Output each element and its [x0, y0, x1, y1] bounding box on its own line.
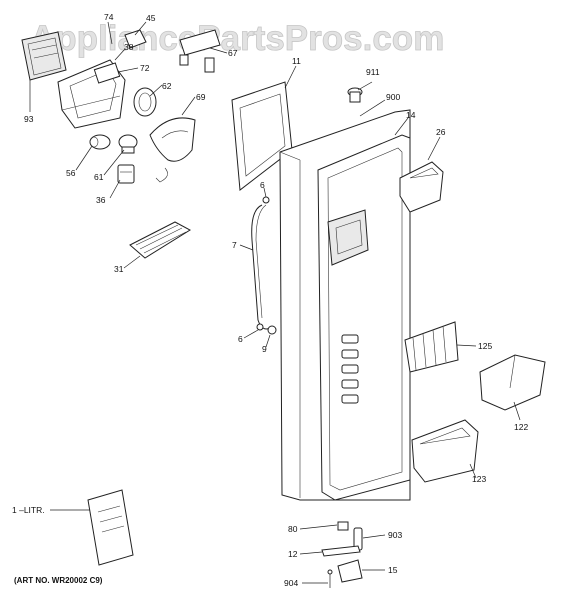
- label-9: 9: [262, 344, 267, 354]
- part-12: [321, 545, 361, 557]
- dairy-bin-26: [399, 161, 444, 213]
- label-72: 72: [140, 63, 150, 73]
- label-12: 12: [288, 549, 298, 559]
- fill-cup-56: [89, 134, 111, 150]
- literature-booklet: [87, 489, 134, 566]
- label-31: 31: [114, 264, 124, 274]
- icemaker-motor: [93, 62, 121, 84]
- label-38: 38: [124, 42, 134, 52]
- screw-6-bottom: [256, 323, 264, 331]
- label-74: 74: [104, 12, 114, 22]
- label-123: 123: [472, 474, 486, 484]
- label-62: 62: [162, 81, 172, 91]
- ice-chute-funnel: [149, 117, 196, 183]
- dispenser-recess: [327, 209, 369, 266]
- icemaker-control-board: [21, 31, 67, 81]
- door-bin-123: [411, 419, 479, 483]
- screw-6-top: [262, 196, 270, 204]
- label-69: 69: [196, 92, 206, 102]
- icemaker-mold-ring: [133, 87, 157, 117]
- label-125: 125: [478, 341, 492, 351]
- bracket-38: [179, 29, 221, 73]
- cap-911: [347, 87, 363, 103]
- door-bin-122: [479, 354, 546, 411]
- part-904: [327, 569, 333, 588]
- label-6-top: 6: [260, 180, 265, 190]
- label-911: 911: [366, 67, 380, 77]
- label-14: 14: [406, 110, 416, 120]
- solenoid-61: [118, 134, 138, 154]
- label-45: 45: [146, 13, 156, 23]
- label-6-bottom: 6: [238, 334, 243, 344]
- leader-lines: [29, 21, 521, 584]
- door-gasket-14: [317, 134, 411, 501]
- switch-36: [117, 164, 135, 184]
- label-61: 61: [94, 172, 104, 182]
- part-80: [337, 521, 349, 531]
- label-36: 36: [96, 195, 106, 205]
- label-56: 56: [66, 168, 76, 178]
- watermark-text: AppliancePartsPros.com: [30, 19, 444, 58]
- label-7: 7: [232, 240, 237, 250]
- part-15: [337, 559, 363, 583]
- label-15: 15: [388, 565, 398, 575]
- label-67: 67: [228, 48, 238, 58]
- label-1-litr: 1 –LITR.: [12, 505, 45, 515]
- label-122: 122: [514, 422, 528, 432]
- art-number: (ART NO. WR20002 C9): [14, 576, 103, 585]
- label-903: 903: [388, 530, 402, 540]
- door-handle-7: [251, 204, 271, 330]
- label-11: 11: [292, 56, 301, 66]
- label-900: 900: [386, 92, 400, 102]
- grille-31: [129, 221, 191, 259]
- door-shelf-clips: [341, 334, 359, 404]
- label-80: 80: [288, 524, 298, 534]
- bracket-45: [124, 29, 147, 49]
- label-93: 93: [24, 114, 34, 124]
- wire-shelf-125: [404, 321, 459, 373]
- plug-9: [267, 325, 277, 335]
- label-904: 904: [284, 578, 298, 588]
- label-26: 26: [436, 127, 446, 137]
